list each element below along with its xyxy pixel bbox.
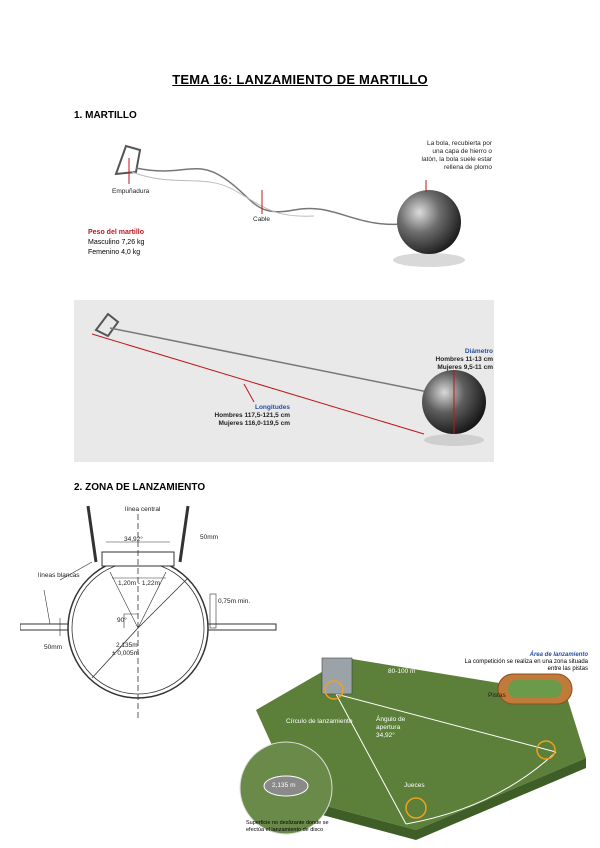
diameter-men: Hombres 11-13 cm: [435, 356, 493, 363]
throwing-circle-diagram: [20, 505, 277, 718]
label-jaula: Jaula: [300, 666, 316, 673]
section-heading-zona: 2. ZONA DE LANZAMIENTO: [74, 482, 206, 493]
area-box: Área de lanzamiento La competición se re…: [448, 652, 588, 673]
caption: Superficie no deslizante donde se efectú…: [246, 820, 329, 833]
length-box: Longitudes Hombres 117,5-121,5 cm Mujere…: [190, 404, 290, 428]
label-lineas-blancas: líneas blancas: [38, 572, 80, 579]
label-min-075: 0,75m min.: [218, 598, 251, 605]
hammer-illustration: [114, 144, 465, 267]
label-cable: Cable: [253, 216, 270, 223]
weight-box: Peso del martillo Masculino 7,26 kg Feme…: [88, 228, 144, 258]
hammer-ball: [397, 190, 461, 254]
length-title: Longitudes: [254, 404, 290, 411]
label-width-range: 1,20m - 1,22m: [118, 580, 160, 587]
length-women: Mujeres 116,0-119,5 cm: [218, 420, 290, 427]
diameter-title: Diámetro: [464, 348, 493, 355]
label-empunadura: Empuñadura: [112, 188, 150, 195]
wire-path: [135, 167, 405, 226]
diameter-women: Mujeres 9,5-11 cm: [437, 364, 493, 371]
label-distance: 80-100 m: [388, 668, 416, 675]
weight-title: Peso del martillo: [88, 229, 145, 236]
weight-male: Masculino 7,26 kg: [88, 239, 145, 246]
label-angle: 34,92°: [124, 536, 143, 543]
label-angulo: Ángulo de apertura 34,92°: [376, 716, 406, 739]
ball-note: La bola, recubierta por una capa de hier…: [421, 140, 492, 171]
area-title: Área de lanzamiento: [529, 652, 588, 658]
label-inset-value: 2,135 m: [272, 782, 296, 789]
cage: [321, 657, 353, 695]
weight-female: Femenino 4,0 kg: [88, 249, 141, 256]
label-50mm-top: 50mm: [200, 534, 219, 541]
length-men: Hombres 117,5-121,5 cm: [214, 412, 290, 419]
throwing-field-illustration: [239, 657, 586, 840]
label-tolerance: ± 0,005m: [112, 650, 140, 657]
label-jueces: Jueces: [404, 782, 425, 789]
diameter-box: Diámetro Hombres 11-13 cm Mujeres 9,5-11…: [390, 348, 493, 372]
handle-shape: [114, 144, 142, 176]
label-50mm-left: 50mm: [44, 644, 63, 651]
page-title: TEMA 16: LANZAMIENTO DE MARTILLO: [172, 72, 428, 87]
label-circulo: Círculo de lanzamiento: [286, 718, 353, 725]
label-linea-central: línea central: [125, 506, 161, 513]
label-diameter: 2,135m: [116, 642, 138, 649]
label-angle90: 90°: [117, 617, 127, 624]
label-pistas: Pistas: [488, 692, 506, 699]
hammer-dimensions-panel: [74, 300, 494, 462]
section-heading-martillo: 1. MARTILLO: [74, 110, 137, 121]
